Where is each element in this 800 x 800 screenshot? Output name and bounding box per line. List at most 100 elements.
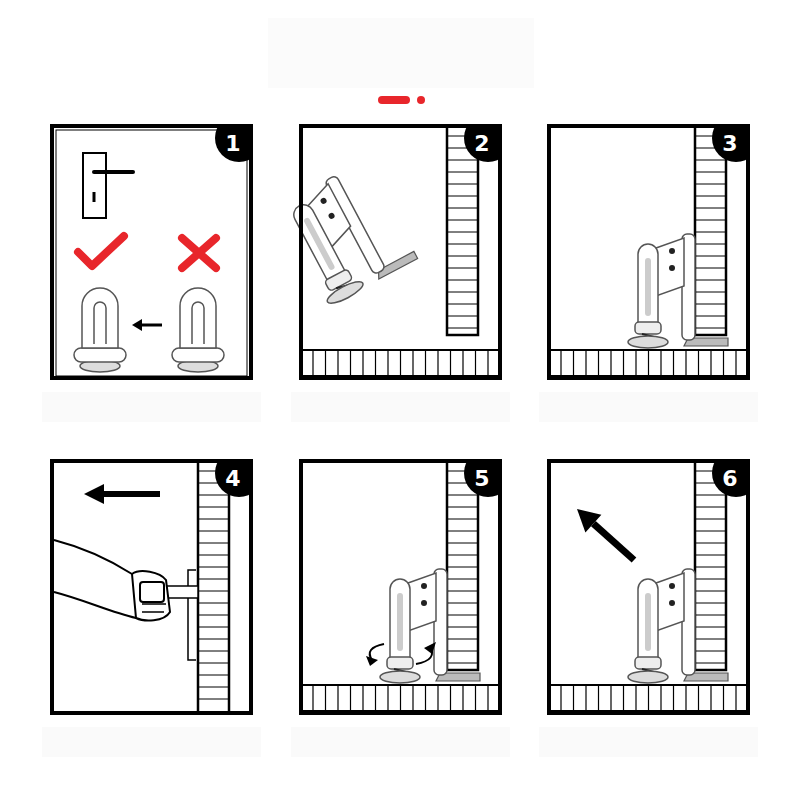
floor-tile: [350, 350, 351, 376]
accent-dot: [417, 96, 425, 104]
bracket: [188, 570, 196, 660]
caption-bar: [291, 727, 510, 757]
stopper-screw: [669, 265, 675, 271]
step-number: 1: [215, 124, 253, 162]
door-hatch: [198, 555, 229, 556]
door-hatch: [695, 244, 726, 245]
door-hatch: [447, 196, 478, 197]
floor-tile: [723, 685, 724, 711]
door-hatch: [198, 519, 229, 520]
floor-tile: [362, 685, 363, 711]
check-mark: [78, 236, 124, 266]
door-hatch: [695, 543, 726, 544]
door-hatch: [447, 268, 478, 269]
stopper-collar: [635, 322, 661, 334]
arrow-shaft: [142, 324, 162, 327]
floor-tile: [400, 685, 401, 711]
floor-tile: [573, 685, 574, 711]
door-hatch: [695, 280, 726, 281]
stopper-body: [638, 244, 658, 324]
stopper-base: [628, 336, 668, 348]
door-hatch: [695, 579, 726, 580]
door-hatch: [447, 280, 478, 281]
floor-tile: [710, 685, 711, 711]
caption-bar: [291, 392, 510, 422]
step-number: 4: [215, 459, 253, 497]
panel-1-art: [56, 130, 247, 376]
door-hatch: [447, 591, 478, 592]
door-hatch: [447, 304, 478, 305]
door-hatch: [695, 603, 726, 604]
arrow-head: [132, 319, 142, 331]
stopper-slot: [303, 217, 336, 271]
door-hatch: [198, 543, 229, 544]
floor-tile: [735, 685, 736, 711]
door-hatch: [198, 687, 229, 688]
door-hatch: [447, 244, 478, 245]
stopper-screw: [421, 583, 427, 589]
floor-tile: [685, 350, 686, 376]
door-hatch: [447, 184, 478, 185]
door-hatch: [447, 615, 478, 616]
stopper-front: [74, 288, 126, 372]
door-hatch: [695, 220, 726, 221]
door-hatch: [695, 316, 726, 317]
step-panel: 2: [299, 124, 502, 380]
door-hatch: [198, 651, 229, 652]
arrow-shaft: [593, 524, 634, 560]
floor-tile: [375, 685, 376, 711]
stopper-base: [628, 671, 668, 683]
floor: [301, 350, 500, 376]
door-hatch: [447, 567, 478, 568]
door-hatch: [447, 651, 478, 652]
floor-tile: [337, 685, 338, 711]
stopper-base: [325, 278, 366, 307]
door-hatch: [198, 579, 229, 580]
floor-tile: [400, 350, 401, 376]
door-hatch: [695, 555, 726, 556]
door-hatch: [695, 567, 726, 568]
floor-tile: [660, 685, 661, 711]
floor-tile: [412, 685, 413, 711]
stopper-body: [180, 288, 216, 348]
floor-tile: [560, 685, 561, 711]
door-hatch: [198, 639, 229, 640]
door-hatch: [447, 208, 478, 209]
floor-tile: [312, 350, 313, 376]
hand: [132, 571, 170, 620]
floor-tile: [573, 350, 574, 376]
floor-tile: [425, 350, 426, 376]
floor-tile: [437, 685, 438, 711]
floor-tile: [735, 350, 736, 376]
floor-tile: [462, 685, 463, 711]
step-number: 2: [464, 124, 502, 162]
floor-tile: [598, 350, 599, 376]
floor-tile: [412, 350, 413, 376]
stopper-slot: [645, 593, 651, 651]
floor-tile: [635, 350, 636, 376]
door-hatch: [695, 184, 726, 185]
floor-tile: [462, 350, 463, 376]
door-outline: [56, 130, 247, 376]
floor: [301, 685, 500, 711]
floor-tile: [610, 350, 611, 376]
stopper-screw: [669, 600, 675, 606]
door-hatch: [695, 268, 726, 269]
floor-tile: [337, 350, 338, 376]
door-hatch: [198, 591, 229, 592]
door-hatch: [447, 639, 478, 640]
fingers: [142, 604, 166, 612]
floor-tile: [475, 685, 476, 711]
floor-tile: [648, 350, 649, 376]
door-hatch: [695, 495, 726, 496]
door-hatch: [447, 256, 478, 257]
caption-bar: [539, 727, 758, 757]
floor-tile: [362, 350, 363, 376]
panel-2-art: [277, 126, 500, 376]
caption-bar: [42, 727, 261, 757]
arrow-shaft: [104, 491, 160, 497]
door-hatch: [695, 292, 726, 293]
rotate-left: [370, 644, 384, 660]
step-panel: 6: [547, 459, 750, 715]
